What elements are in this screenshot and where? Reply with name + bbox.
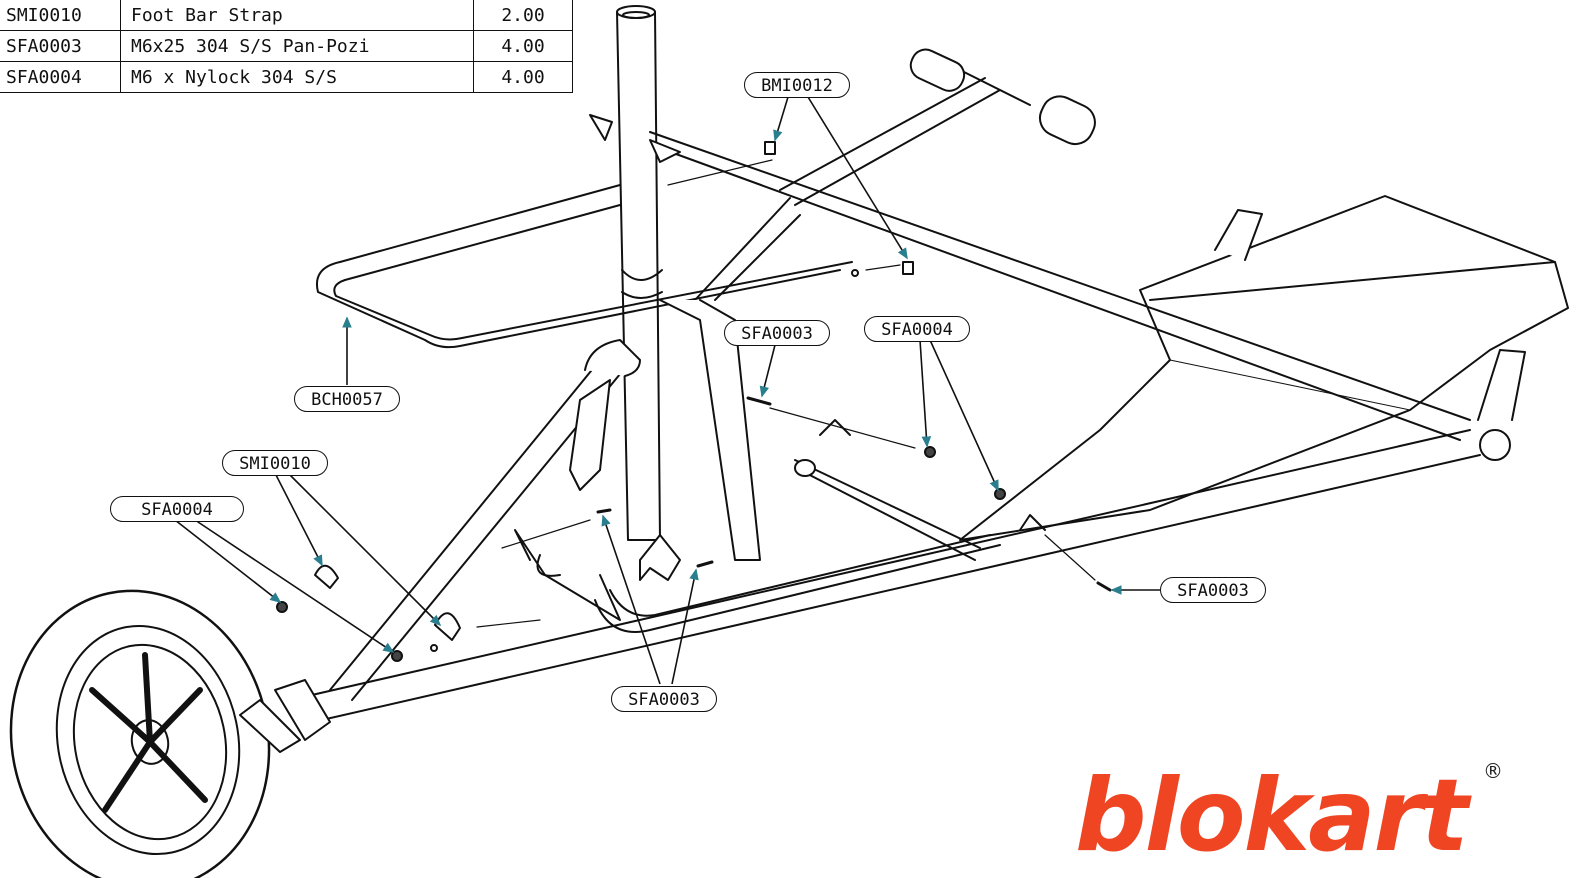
part-description: Foot Bar Strap [120, 0, 474, 31]
part-qty: 4.00 [473, 30, 573, 62]
logo-wordmark: blokart [1075, 758, 1472, 858]
callout-sfa0004-mid: SFA0004 [864, 316, 970, 342]
front-rail-frame [339, 184, 621, 281]
callout-sfa0004-left: SFA0004 [110, 496, 244, 522]
callout-sfa0003-mid: SFA0003 [724, 320, 830, 346]
main-beam [289, 429, 1471, 701]
part-description: M6 x Nylock 304 S/S [120, 61, 474, 93]
registered-mark: ® [1483, 759, 1503, 783]
table-row: SFA0003 M6x25 304 S/S Pan-Pozi 4.00 [0, 30, 573, 62]
table-row: SFA0004 M6 x Nylock 304 S/S 4.00 [0, 61, 573, 93]
part-code: SFA0003 [0, 30, 121, 62]
part-description: M6x25 304 S/S Pan-Pozi [120, 30, 474, 62]
callout-bmi0012: BMI0012 [744, 72, 850, 98]
callout-bch0057: BCH0057 [294, 386, 400, 412]
part-code: SMI0010 [0, 0, 121, 31]
part-code: SFA0004 [0, 61, 121, 93]
table-row: SMI0010 Foot Bar Strap 2.00 [0, 0, 573, 31]
callout-sfa0003-bottom: SFA0003 [611, 686, 717, 712]
blokart-logo: blokart ® [1075, 758, 1503, 858]
callout-sfa0003-right: SFA0003 [1160, 577, 1266, 603]
part-qty: 4.00 [473, 61, 573, 93]
parts-table: SMI0010 Foot Bar Strap 2.00 SFA0003 M6x2… [0, 0, 573, 93]
callout-smi0010: SMI0010 [222, 450, 328, 476]
part-qty: 2.00 [473, 0, 573, 31]
